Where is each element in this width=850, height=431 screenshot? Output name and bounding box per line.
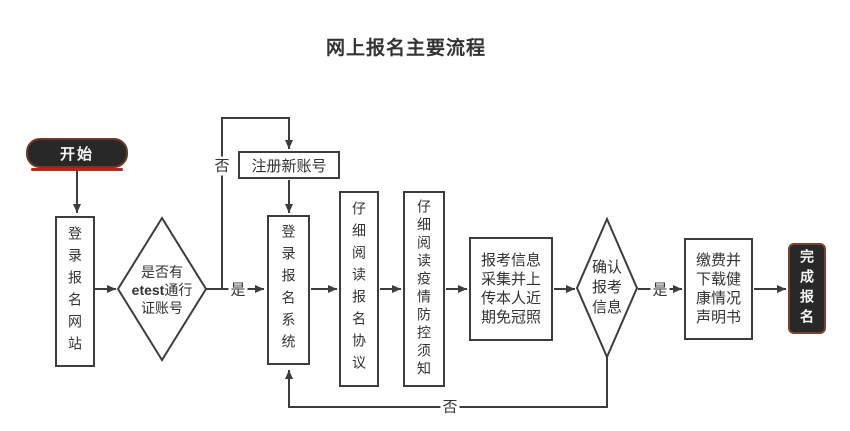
step-register-account: 注册新账号 [238,151,340,179]
decision-has-account-line3: 证账号 [141,300,183,316]
start-node-label: 开始 [59,145,94,163]
branch-label-yes-2: 是 [650,280,670,300]
branch-label-no-1: 否 [212,156,232,176]
arrow-decision-no-to-register [221,117,293,289]
decision-confirm-info-shape [575,216,639,360]
decision-has-account-label: 是否有 etest通行 证账号 [132,263,193,317]
step-collect-info: 报考信息 采集并上 传本人近 期免冠照 [469,237,553,341]
step-read-epidemic-notice: 仔细阅读疫情防控须知 [403,191,445,387]
decision-confirm-info-label: 确认 报考 信息 [591,259,623,316]
decision-has-account-line2: etest通行 [132,281,193,299]
decision-has-account-line1: 是否有 [141,264,183,280]
step-read-agreement: 仔细阅读报名协议 [339,191,379,387]
start-node-red-accent [31,168,123,171]
decision-has-account-line2-rest: 通行 [164,282,193,298]
start-node: 开始 [26,138,128,171]
step-pay-download: 缴费并 下载健 康情况 声明书 [684,238,753,340]
page-title: 网上报名主要流程 [326,38,487,59]
branch-label-no-2: 否 [440,397,460,417]
step-login-site: 登录报名网站 [55,216,95,367]
etest-text: etest [131,282,165,298]
end-node: 完成报名 [788,243,826,334]
branch-label-yes-1: 是 [228,280,248,300]
step-login-system: 登录报名系统 [267,215,310,365]
decision-has-account-shape [116,216,208,362]
